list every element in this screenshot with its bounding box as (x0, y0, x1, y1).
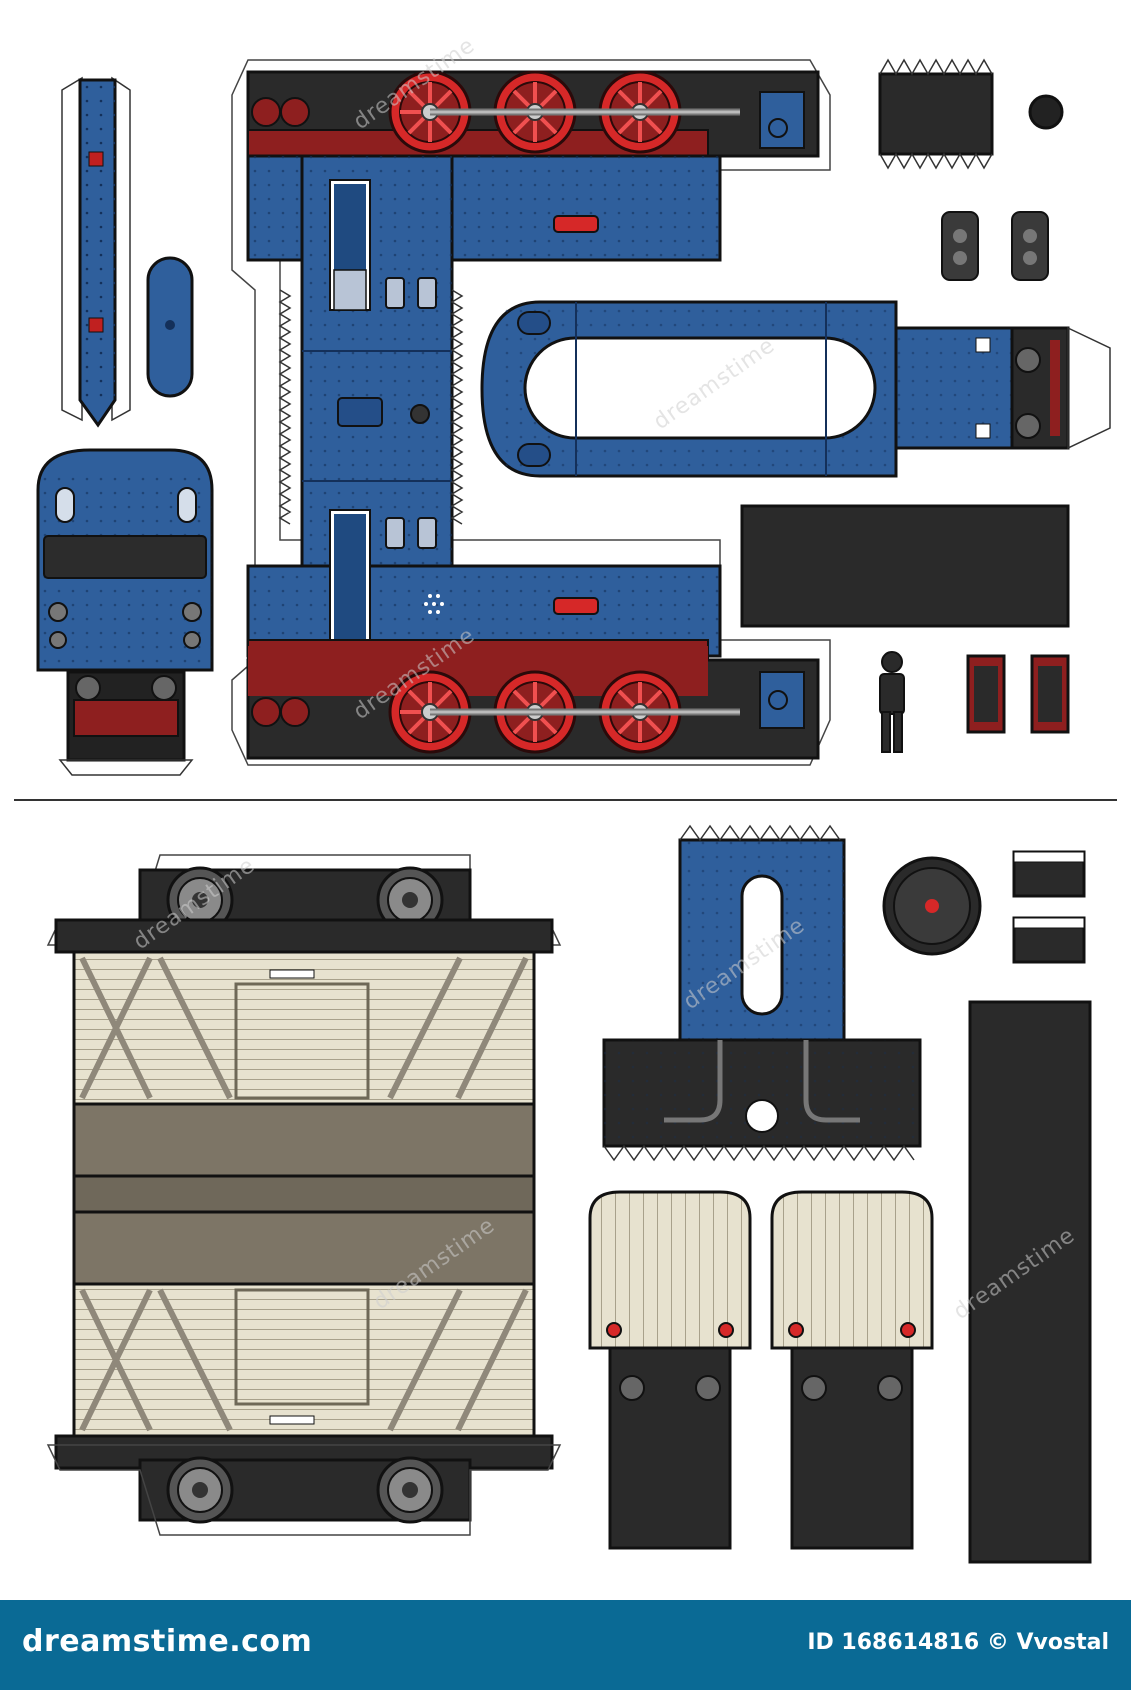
lamp-pieces (966, 654, 1070, 734)
footer-logo[interactable]: dreamstime.com (22, 1624, 313, 1659)
wagon-body-net (46, 854, 562, 1536)
smokebox-door-piece (882, 856, 982, 956)
boiler-top-piece (480, 300, 1111, 478)
roof-strip-piece (968, 1000, 1092, 1564)
cab-front-panel (36, 448, 214, 776)
footer-bar: dreamstime.com ID 168614816 © Vvostal (0, 1600, 1131, 1690)
driver-figure (879, 651, 905, 753)
paper-model-sheet: dreamstime dreamstime dreamstime dreamst… (14, 33, 1117, 1564)
oval-roof-piece (146, 256, 194, 398)
wagon-end-wall-right (770, 1190, 934, 1550)
box-pieces (1012, 850, 1086, 964)
locomotive-side-strip (61, 76, 131, 428)
locomotive-body-net (231, 59, 831, 766)
chimney-piece (878, 58, 994, 170)
wagon-end-wall-left (588, 1190, 752, 1550)
image-credit: ID 168614816 © Vvostal (807, 1630, 1109, 1655)
coal-bunker-piece (740, 504, 1070, 628)
dome-cap-piece (1028, 94, 1064, 130)
buffer-pieces (941, 211, 1049, 281)
tender-piece (602, 824, 922, 1162)
